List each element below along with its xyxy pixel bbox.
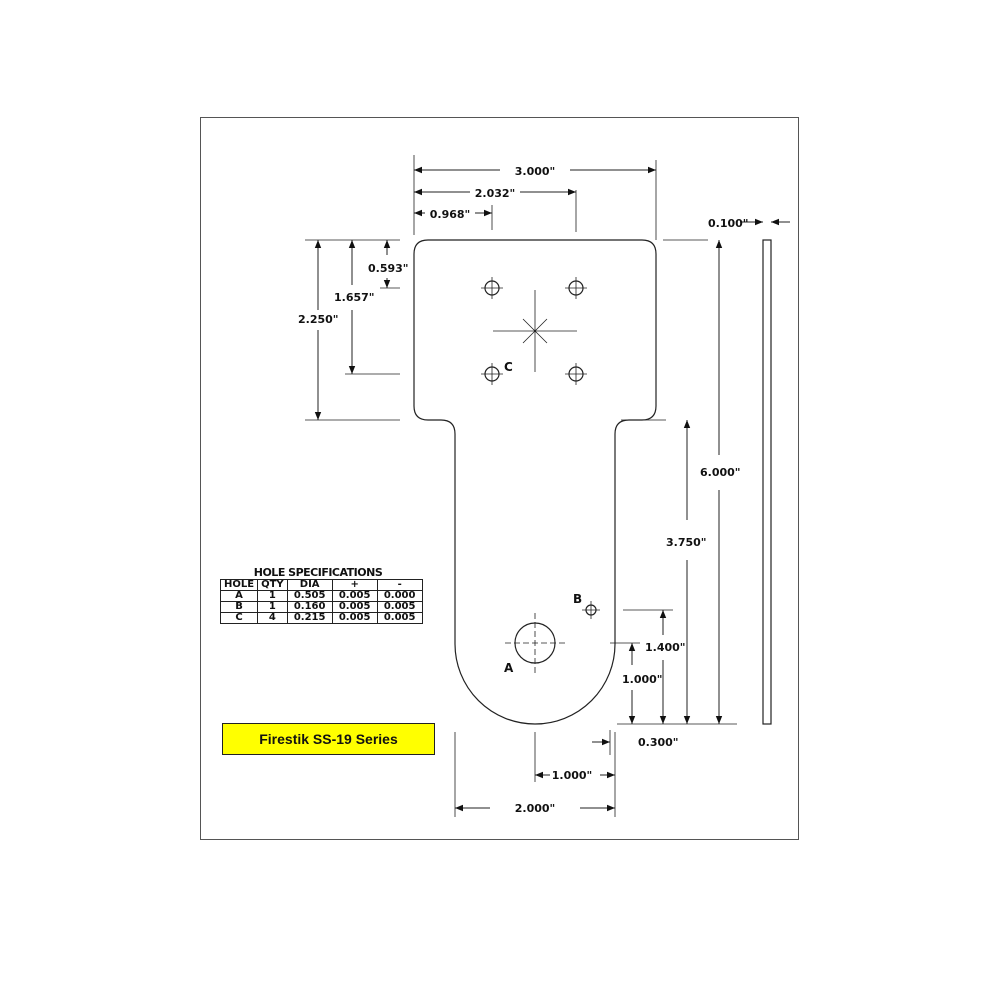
cell: B [219, 601, 259, 613]
cell: 0.005 [331, 590, 378, 602]
header-qty: QTY [257, 579, 288, 591]
dim-hole-a-offset: 1.000" [552, 769, 593, 782]
hole-b-label: B [573, 592, 582, 606]
cell: 0.005 [376, 601, 423, 613]
cell: 0.005 [331, 612, 378, 624]
cell: 0.000 [376, 590, 423, 602]
table-header-row: HOLE QTY DIA + - [219, 579, 423, 591]
header-hole: HOLE [219, 579, 259, 591]
dim-neck-length: 3.750" [666, 536, 707, 549]
hole-spec-title: HOLE SPECIFICATIONS [253, 566, 383, 579]
dim-hole-b-height: 1.400" [645, 641, 686, 654]
dim-hole-a-height: 1.000" [622, 673, 663, 686]
header-dia: DIA [286, 579, 333, 591]
dim-neck-width: 2.000" [515, 802, 556, 815]
dim-top-hole-row2: 1.657" [334, 291, 375, 304]
header-minus: - [376, 579, 423, 591]
dim-top-hole-row1: 0.593" [368, 262, 409, 275]
cell: 1 [257, 590, 288, 602]
cell: 4 [257, 612, 288, 624]
drawing-frame [200, 117, 799, 840]
dim-overall-length: 6.000" [700, 466, 741, 479]
cell: 0.215 [286, 612, 333, 624]
side-view [762, 239, 772, 725]
dim-hole-b-offset: 0.300" [638, 736, 679, 749]
series-title-box: Firestik SS-19 Series [222, 723, 435, 755]
header-plus: + [331, 579, 378, 591]
cell: A [219, 590, 259, 602]
hole-c-label: C [504, 360, 513, 374]
dim-hole-row-right: 2.032" [475, 187, 516, 200]
dim-thickness: 0.100" [708, 217, 749, 230]
cell: 0.005 [376, 612, 423, 624]
series-title: Firestik SS-19 Series [259, 731, 398, 747]
cell: 1 [257, 601, 288, 613]
hole-c-group [481, 277, 587, 385]
cell: 0.160 [286, 601, 333, 613]
dim-hole-row-left: 0.968" [430, 208, 471, 221]
hole-a-label: A [504, 661, 514, 675]
plate-outline [413, 239, 657, 725]
cell: 0.005 [331, 601, 378, 613]
cell: 0.505 [286, 590, 333, 602]
center-mark [493, 290, 577, 372]
dim-head-height: 2.250" [298, 313, 339, 326]
cell: C [219, 612, 259, 624]
dim-overall-width: 3.000" [515, 165, 556, 178]
